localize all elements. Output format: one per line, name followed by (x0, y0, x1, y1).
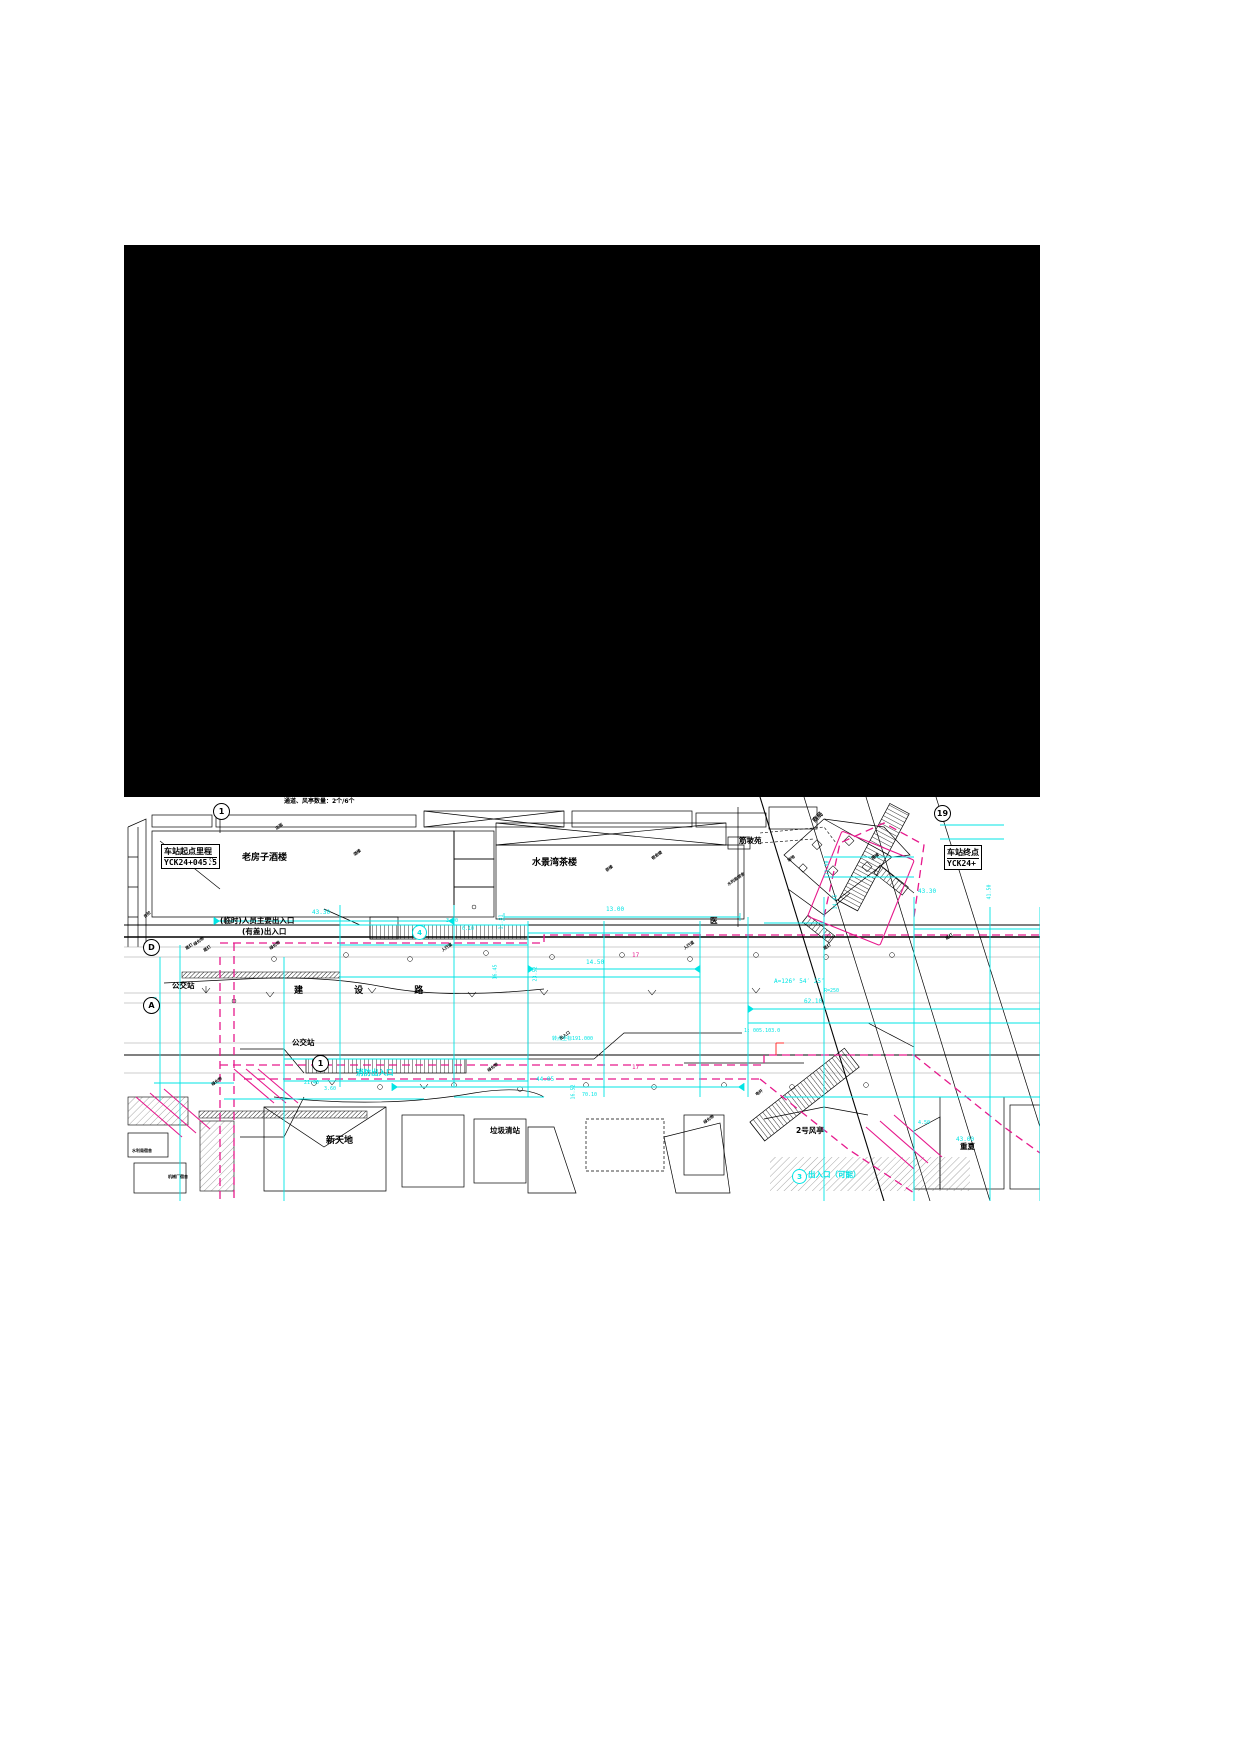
start-mileage-box: 车站起点里程 YCK24+045.5 (161, 844, 220, 869)
building-label-shuijingwan: 水景湾茶楼 (532, 858, 578, 868)
building-label-shuilijusushe: 水利局宿舍 (132, 1148, 152, 1153)
dim-62-10: 62.10 (804, 998, 823, 1005)
grid-bubble-D[interactable]: D (143, 939, 160, 956)
annot-level: 1: 005.103.0 (744, 1028, 781, 1034)
dim-6-10: 6.10 (462, 926, 475, 932)
annot-turn-coord: 转点坐标191.000 (552, 1036, 594, 1042)
annot-radius: R=250 (824, 988, 840, 994)
building-label-xintiandi: 新天地 (326, 1136, 354, 1146)
dim-14-45: 14.45 (832, 894, 839, 910)
end-mileage-value: YCK24+ (947, 858, 979, 868)
dim-21-40: 21.40 (304, 1080, 320, 1086)
cad-vector-layer (124, 797, 1040, 1201)
building-label-jinpoyuan: 筋坡苑 (739, 836, 762, 845)
bus-stop-upper: 公交站 (172, 981, 195, 990)
end-mileage-label: 车站终点 (947, 848, 979, 857)
dim-11-81: 11.81 (498, 914, 505, 930)
dim-3-60: 3.60 (324, 1086, 337, 1092)
entrance-marker-3[interactable]: 3 (792, 1169, 807, 1184)
dim-41-50: 41.50 (986, 884, 993, 900)
building-label-yi: 医 (710, 916, 718, 925)
start-mileage-value: YCK24+045.5 (164, 857, 217, 867)
entrance-covered: (有盖)出入口 (242, 927, 287, 936)
grid-bubble-1-mid[interactable]: 1 (312, 1055, 329, 1072)
entrance-temp-main: (临时)人员主要出入口 (220, 916, 295, 925)
dim-16-52: 16.52 (570, 1084, 577, 1100)
dim-43-00: 43.00 (956, 1136, 975, 1143)
dim-13-00: 13.00 (606, 906, 625, 913)
entrance-possible: 出入口（可能） (808, 1170, 861, 1179)
entrance-marker-4[interactable]: 4 (412, 925, 427, 940)
bus-stop-lower: 公交站 (292, 1038, 315, 1047)
dim-23-52: 23.52 (532, 966, 539, 982)
dim-4-50: 4.50 (918, 1120, 931, 1126)
annot-43-30-right: 43.30 (918, 888, 937, 895)
dim-44-05: 44.05 (536, 1076, 555, 1083)
road-name: 建 设 路 (294, 986, 448, 996)
entrance-fire: 消防出入口 (356, 1068, 394, 1077)
dim-3-00: 3.00 (446, 918, 459, 924)
annot-17-upper: 17 (632, 952, 640, 959)
dim-43-30-top: 43.30 (312, 909, 331, 916)
end-mileage-box: 车站终点 YCK24+ (944, 845, 982, 870)
grid-bubble-19[interactable]: 19 (934, 805, 951, 822)
start-mileage-label: 车站起点里程 (164, 847, 212, 856)
dim-16-45: 16.45 (492, 964, 499, 980)
grid-bubble-A[interactable]: A (143, 997, 160, 1014)
vent-shaft-2: 2号风亭 (796, 1126, 824, 1135)
building-label-lajiqingzhan: 垃圾清站 (490, 1126, 520, 1135)
annot-angle: A=126° 54′ 25″ (774, 978, 825, 985)
top-note: 通道、风亭数量：2个/6个 (284, 798, 355, 805)
dim-21-50: 21.50 (824, 860, 831, 876)
grid-bubble-1-top[interactable]: 1 (213, 803, 230, 820)
building-label-jixiechangsushe: 机械厂宿舍 (168, 1174, 188, 1179)
cad-drawing-band: 通道、风亭数量：2个/6个 车站起点里程 YCK24+045.5 车站终点 YC… (124, 797, 1040, 1201)
dim-14-50: 14.50 (586, 959, 605, 966)
annot-70-10: 70.10 (582, 1092, 598, 1098)
building-label-laofangzi: 老房子酒楼 (242, 853, 288, 863)
annot-17-lower: 17 (632, 1064, 640, 1071)
building-label-chongxia: 重夏 (960, 1142, 975, 1151)
